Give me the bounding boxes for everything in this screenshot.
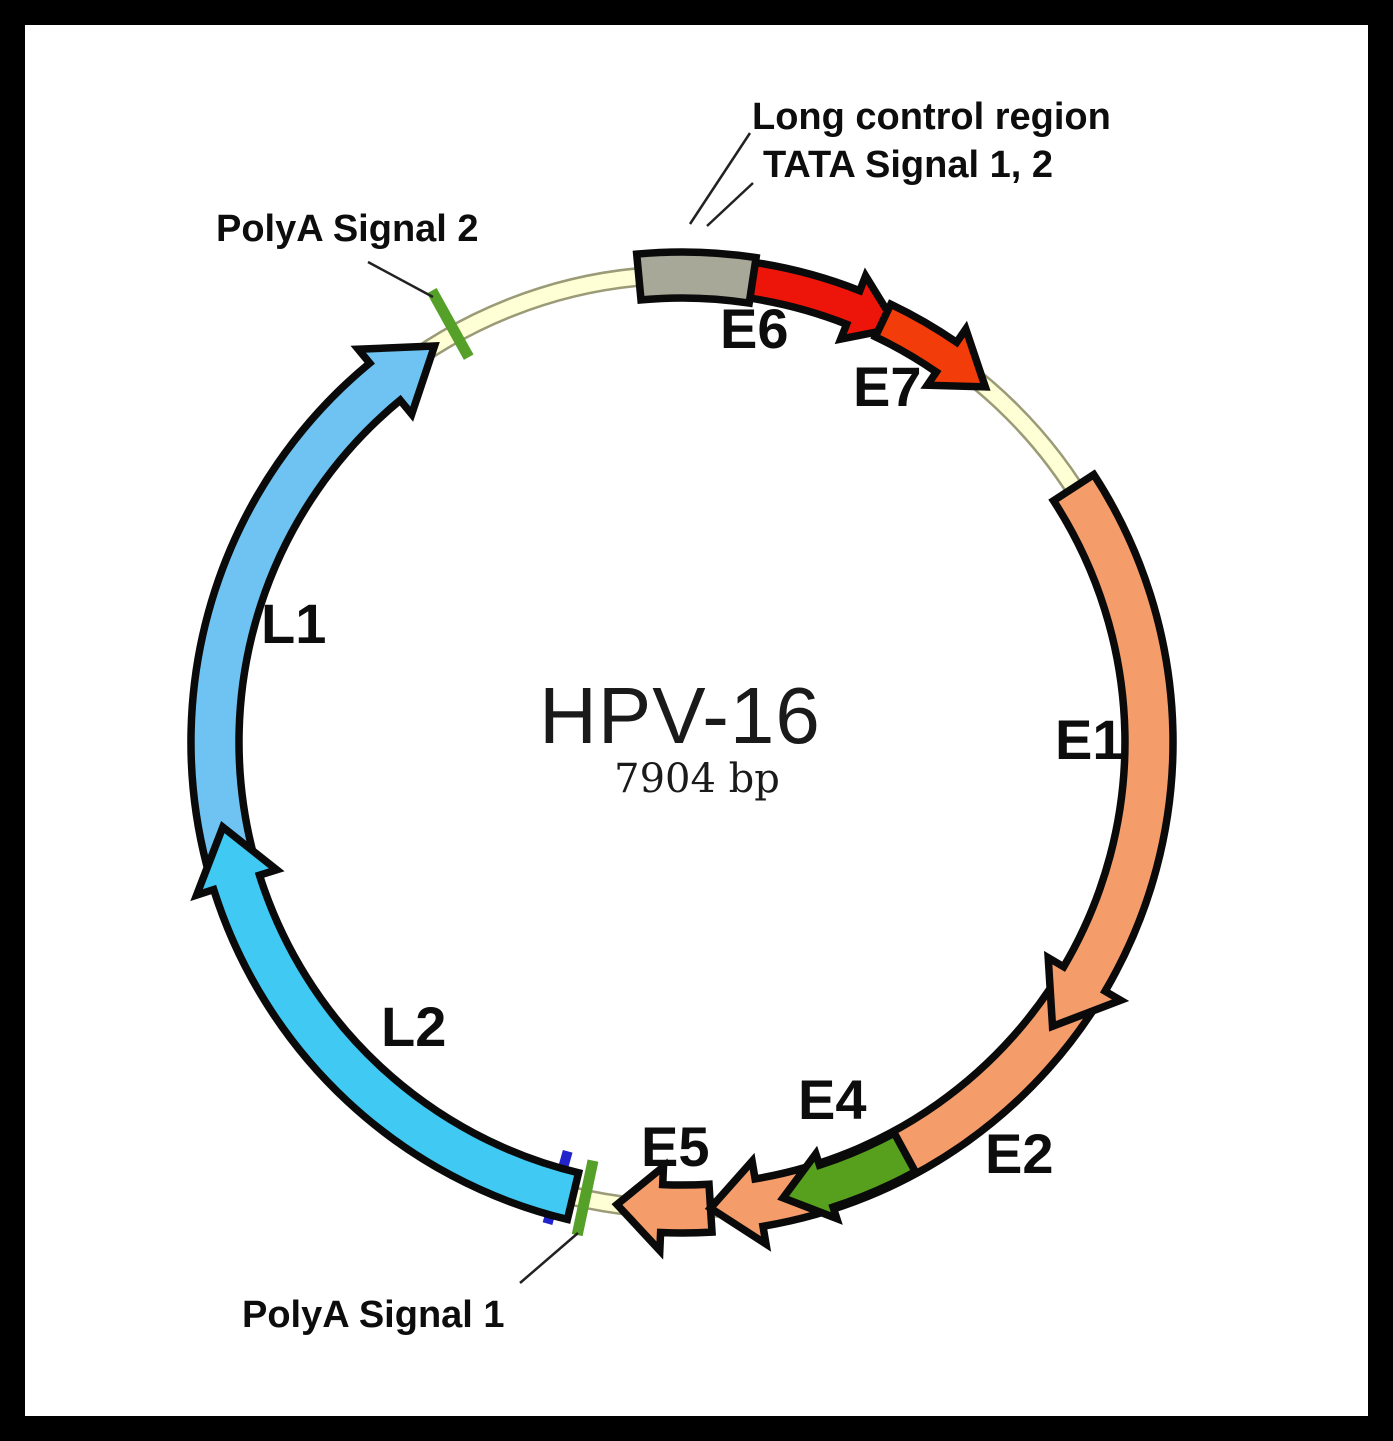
gene-label-e2: E2: [985, 1122, 1054, 1185]
segment-l1: [187, 342, 440, 870]
annotation-polya-signal-2: PolyA Signal 2: [216, 208, 479, 250]
segment-l2: [190, 820, 584, 1224]
segment-e5: [611, 1158, 716, 1260]
annotation-polya-signal-1: PolyA Signal 1: [242, 1294, 505, 1336]
segment-lcr: [632, 248, 761, 308]
tick-polya2-green: [426, 288, 474, 360]
segment-e4: [777, 1128, 921, 1225]
gene-label-e5: E5: [641, 1115, 710, 1178]
gene-label-e1: E1: [1055, 708, 1124, 771]
leader-line-tata: [706, 182, 754, 227]
annotation-long-control-region: Long control region: [752, 96, 1111, 138]
gene-label-l2: L2: [381, 995, 447, 1058]
segment-e7: [870, 299, 991, 391]
gene-label-e4: E4: [798, 1068, 867, 1131]
leader-line-polya2: [367, 260, 434, 299]
tick-polya1-green: [571, 1159, 599, 1237]
gene-label-l1: L1: [261, 592, 327, 655]
gene-label-e6: E6: [720, 297, 789, 360]
plasmid-title: HPV-16: [539, 671, 821, 760]
annotation-tata-signal: TATA Signal 1, 2: [763, 144, 1053, 186]
segment-e6: [717, 254, 904, 345]
gene-label-e7: E7: [853, 355, 922, 418]
segment-e1: [1044, 469, 1177, 1032]
plasmid-size: 7904 bp: [614, 756, 780, 802]
leader-line-lcr: [688, 132, 752, 225]
leader-line-polya1: [519, 1232, 579, 1284]
